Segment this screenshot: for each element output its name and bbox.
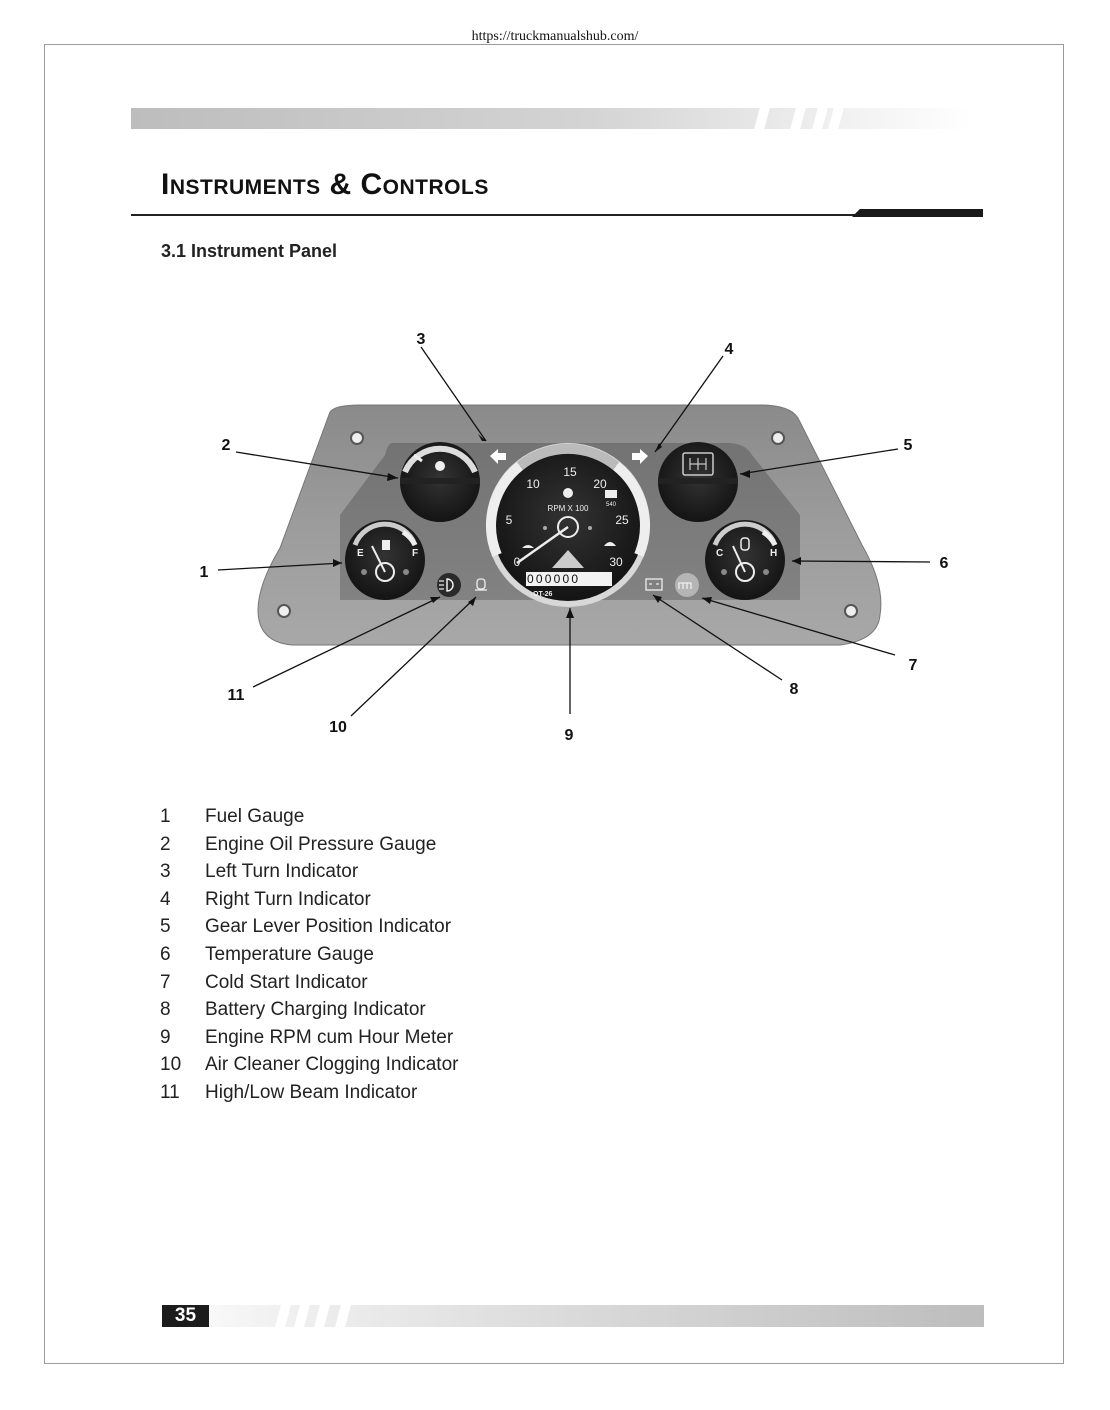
rpm-tick-30: 30 — [609, 555, 623, 569]
legend-number: 1 — [160, 806, 171, 827]
fuel-full-label: F — [412, 548, 418, 559]
fuel-empty-label: E — [357, 548, 364, 559]
legend-number: 3 — [160, 861, 171, 883]
gear-position-indicator — [658, 442, 738, 522]
oil-can-icon — [435, 461, 445, 471]
high-low-beam-indicator — [437, 573, 461, 597]
callout-8: 8 — [790, 681, 799, 698]
right-turn-arrow-icon — [632, 449, 648, 464]
legend-number: 5 — [160, 916, 171, 938]
engine-icon — [563, 488, 573, 498]
title-rule — [131, 214, 983, 216]
callout-arrowheads — [333, 434, 801, 618]
temp-hot-label: H — [770, 548, 777, 559]
callout-2: 2 — [222, 437, 231, 454]
legend-label: High/Low Beam Indicator — [205, 1081, 418, 1103]
legend-number: 10 — [160, 1054, 182, 1076]
pto-icon — [605, 490, 617, 498]
legend-label: Battery Charging Indicator — [205, 999, 426, 1021]
temp-cold-label: C — [716, 548, 723, 559]
callout-3: 3 — [417, 331, 426, 348]
callout-7: 7 — [909, 657, 918, 674]
fuel-pump-icon — [382, 540, 390, 550]
callout-11: 11 — [228, 687, 245, 704]
legend-number: 7 — [160, 971, 171, 993]
rabbit-icon — [604, 542, 616, 546]
legend-label: Cold Start Indicator — [205, 971, 368, 993]
air-cleaner-indicator — [475, 578, 487, 591]
legend-label: Gear Lever Position Indicator — [205, 916, 452, 938]
legend-item: 3 Left Turn Indicator — [160, 861, 458, 889]
legend-label: Temperature Gauge — [205, 943, 374, 965]
legend-item: 5 Gear Lever Position Indicator — [160, 916, 458, 944]
rpm-tick-25: 25 — [615, 513, 629, 527]
legend-item: 9 Engine RPM cum Hour Meter — [160, 1027, 458, 1055]
rpm-tick-15: 15 — [563, 465, 577, 479]
header-decor-bar — [131, 108, 971, 129]
header-url[interactable]: https://truckmanualshub.com/ — [471, 29, 639, 44]
model-label: OT-26 — [533, 591, 553, 598]
pto-label: 540 — [606, 502, 617, 508]
temperature-gauge: C H — [705, 520, 785, 600]
section-heading: 3.1 Instrument Panel — [161, 241, 338, 261]
rpm-needle — [516, 525, 569, 565]
headlight-icon — [446, 578, 454, 592]
gear-shift-icon — [682, 452, 714, 476]
legend-item: 1 Fuel Gauge — [160, 806, 458, 834]
tortoise-icon — [522, 545, 534, 548]
hour-counter — [526, 572, 612, 586]
battery-charging-indicator — [645, 578, 663, 591]
callout-leaders — [217, 346, 931, 717]
legend-item: 2 Engine Oil Pressure Gauge — [160, 834, 458, 862]
legend-number: 9 — [160, 1026, 171, 1048]
rpm-tick-10: 10 — [526, 477, 540, 491]
legend-label: Engine Oil Pressure Gauge — [205, 833, 437, 855]
callout-4: 4 — [725, 341, 734, 358]
legend-number: 6 — [160, 943, 171, 965]
legend-label: Engine RPM cum Hour Meter — [205, 1026, 454, 1048]
title-rule-tab — [852, 209, 983, 217]
coolant-temp-icon — [740, 537, 750, 551]
callout-1: 1 — [200, 564, 209, 581]
legend-number: 2 — [160, 833, 171, 855]
page-title: Instruments & Controls — [161, 168, 489, 201]
rpm-tick-5: 5 — [506, 513, 513, 527]
legend-label: Fuel Gauge — [205, 806, 305, 827]
rpm-unit-label: RPM X 100 — [548, 504, 589, 513]
brand-logo — [552, 550, 584, 568]
left-turn-arrow-icon — [490, 449, 506, 464]
legend-list: 1 Fuel Gauge 2 Engine Oil Pressure Gauge 3… — [160, 806, 458, 1110]
legend-item: 10 Air Cleaner Clogging Indicator — [160, 1054, 458, 1082]
legend-number: 4 — [160, 888, 171, 910]
fuel-gauge: E F — [345, 520, 425, 600]
callout-5: 5 — [904, 437, 913, 454]
glow-plug-icon — [678, 582, 692, 589]
footer-decor-bar — [162, 1305, 984, 1327]
oil-pressure-gauge — [400, 442, 480, 522]
callout-10: 10 — [329, 719, 347, 736]
legend-number: 11 — [160, 1081, 180, 1103]
rpm-hour-meter: 0 5 10 15 20 25 30 RPM X 100 540 000000 … — [486, 443, 650, 607]
legend-number: 8 — [160, 999, 171, 1021]
legend-item: 8 Battery Charging Indicator — [160, 999, 458, 1027]
legend-item: 11 High/Low Beam Indicator — [160, 1082, 458, 1110]
legend-label: Left Turn Indicator — [205, 861, 359, 883]
legend-item: 4 Right Turn Indicator — [160, 889, 458, 917]
hour-counter-digits: 000000 — [527, 572, 580, 586]
instrument-panel-diagram: E F C H 0 5 10 15 20 25 30 — [200, 331, 949, 744]
legend-item: 6 Temperature Gauge — [160, 944, 458, 972]
callout-9: 9 — [565, 727, 574, 744]
page-frame — [44, 44, 1064, 1364]
legend-label: Air Cleaner Clogging Indicator — [205, 1054, 459, 1076]
callout-6: 6 — [940, 555, 949, 572]
mounting-screws — [277, 431, 858, 618]
legend-label: Right Turn Indicator — [205, 888, 371, 910]
legend-item: 7 Cold Start Indicator — [160, 972, 458, 1000]
page-number: 35 — [162, 1305, 209, 1327]
air-filter-icon — [476, 578, 486, 590]
battery-icon — [645, 578, 663, 591]
rpm-tick-20: 20 — [593, 477, 607, 491]
cold-start-indicator — [675, 573, 699, 597]
